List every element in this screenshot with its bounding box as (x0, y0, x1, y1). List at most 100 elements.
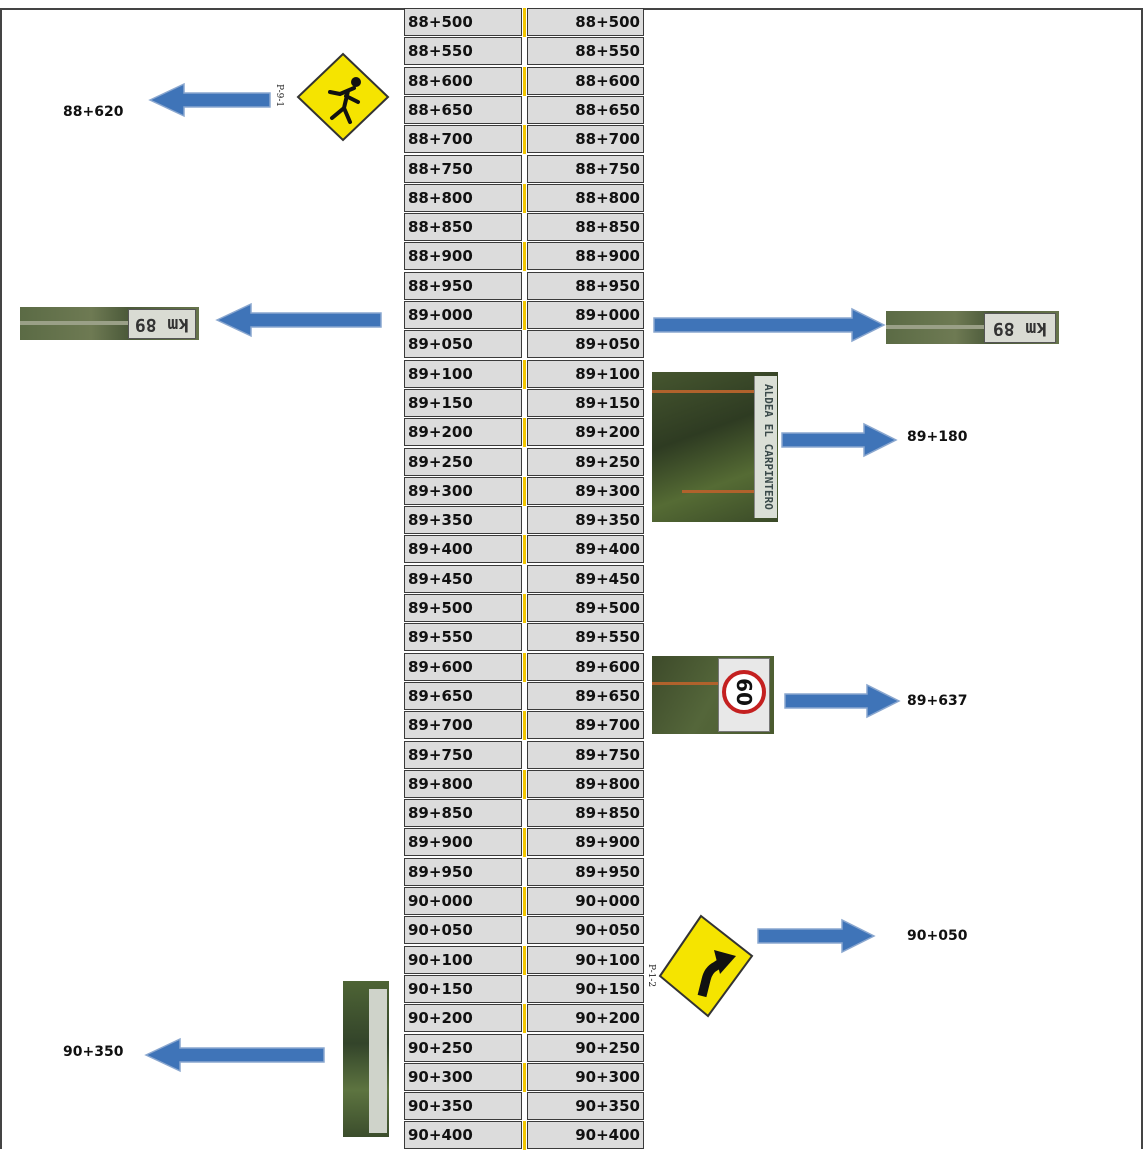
centerline-segment (522, 623, 527, 653)
station-left-cell: 88+650 (404, 95, 522, 124)
station-label-curve: 90+050 (907, 928, 968, 944)
station-left-cell: 89+050 (404, 330, 522, 359)
centerline-segment (522, 1121, 527, 1150)
centerline-segment (522, 594, 527, 623)
centerline-segment (522, 1092, 527, 1122)
sign-code-curve: P-1-2 (646, 964, 656, 988)
station-right-cell: 89+000 (527, 301, 644, 329)
centerline-segment (522, 66, 527, 96)
centerline-segment (522, 681, 527, 711)
station-right-cell: 89+800 (527, 769, 644, 798)
station-left-cell: 88+550 (404, 37, 522, 66)
station-label-pedestrian: 88+620 (63, 104, 124, 120)
centerline-segment (522, 125, 527, 155)
centerline-segment (522, 740, 527, 770)
village-sign-photo: ALDEA EL CARPINTERO (652, 372, 778, 522)
centerline-segment (522, 8, 527, 37)
station-left-cell: 90+300 (404, 1062, 522, 1091)
station-left-cell: 89+550 (404, 623, 522, 652)
centerline-segment (522, 476, 527, 506)
station-left-cell: 89+650 (404, 681, 522, 710)
centerline-segment (522, 418, 527, 448)
centerline-segment (522, 95, 527, 125)
centerline-segment (522, 37, 527, 67)
station-right-cell: 88+750 (527, 154, 644, 183)
station-right-cell: 88+650 (527, 95, 644, 124)
station-left-cell: 90+000 (404, 887, 522, 915)
centerline-segment (522, 330, 527, 360)
station-right-cell: 89+450 (527, 564, 644, 593)
station-right-cell: 89+300 (527, 476, 644, 505)
centerline-segment (522, 183, 527, 213)
station-left-cell: 89+750 (404, 740, 522, 769)
centerline-segment (522, 799, 527, 829)
station-right-cell: 88+900 (527, 242, 644, 271)
left-arrow-pedestrian (148, 82, 271, 118)
centerline-segment (522, 535, 527, 565)
station-right-cell: 88+800 (527, 183, 644, 212)
right-arrow-km (653, 307, 886, 343)
station-right-cell: 90+400 (527, 1121, 644, 1150)
station-left-cell: 90+250 (404, 1033, 522, 1062)
station-left-cell: 90+150 (404, 974, 522, 1003)
centerline-segment (522, 1004, 527, 1034)
station-left-cell: 90+200 (404, 1004, 522, 1033)
station-left-cell: 90+100 (404, 945, 522, 974)
station-right-cell: 90+250 (527, 1033, 644, 1062)
curve-sign-icon (658, 914, 754, 1018)
station-right-cell: 89+400 (527, 535, 644, 564)
centerline-segment (522, 857, 527, 887)
station-right-cell: 89+550 (527, 623, 644, 652)
station-left-cell: 90+350 (404, 1092, 522, 1121)
centerline-segment (522, 564, 527, 594)
kilometer-marker-photo-right: km 89 (886, 311, 1059, 344)
station-right-cell: 89+850 (527, 799, 644, 828)
station-left-cell: 89+450 (404, 564, 522, 593)
station-left-cell: 88+750 (404, 154, 522, 183)
right-arrow-speed (784, 683, 901, 719)
centerline-segment (522, 652, 527, 682)
station-left-cell: 89+950 (404, 857, 522, 886)
station-right-cell: 90+050 (527, 916, 644, 945)
station-right-cell: 88+950 (527, 271, 644, 300)
station-right-cell: 89+900 (527, 828, 644, 857)
centerline-segment (522, 1062, 527, 1092)
station-left-cell: 88+900 (404, 242, 522, 271)
station-right-cell: 90+350 (527, 1092, 644, 1121)
centerline-segment (522, 301, 527, 330)
station-left-cell: 89+150 (404, 388, 522, 417)
centerline-segment (522, 506, 527, 536)
centerline-segment (522, 359, 527, 389)
right-arrow-aldea (781, 422, 898, 458)
station-right-cell: 88+500 (527, 8, 644, 36)
station-right-cell: 90+000 (527, 887, 644, 915)
centerline-segment (522, 388, 527, 418)
station-left-cell: 88+500 (404, 8, 522, 36)
post-photo (343, 981, 389, 1137)
station-left-cell: 89+200 (404, 418, 522, 447)
left-arrow-post (144, 1037, 325, 1073)
centerline-segment (522, 945, 527, 975)
